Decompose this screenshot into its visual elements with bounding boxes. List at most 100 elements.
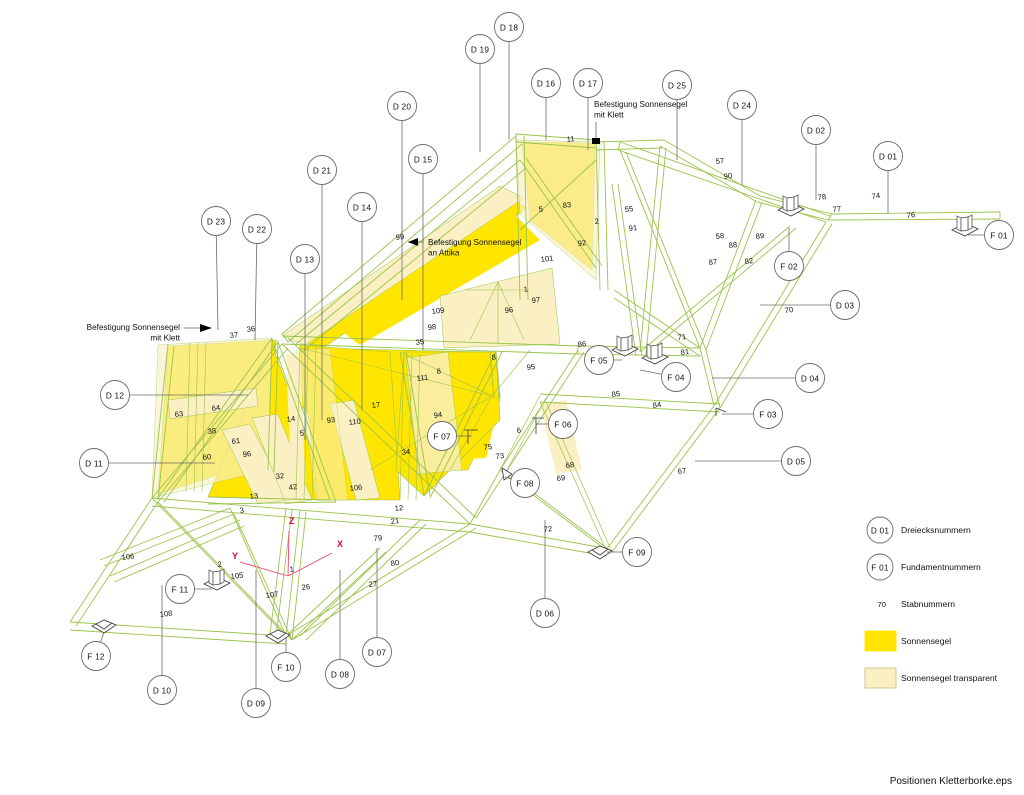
triangle-callout-d03[interactable]: D 03: [830, 290, 860, 320]
foundation-callout-f03[interactable]: F 03: [753, 399, 783, 429]
callout-label: D 19: [471, 45, 490, 55]
triangle-callout-d17[interactable]: D 17: [573, 68, 603, 98]
foundation-callout-f10[interactable]: F 10: [271, 652, 301, 682]
member-number: 38: [207, 426, 216, 436]
member-number: 94: [433, 410, 442, 420]
member-number: 77: [832, 204, 841, 214]
triangle-callout-d09[interactable]: D 09: [241, 688, 271, 718]
callout-label: F 02: [780, 262, 798, 272]
member-number: 63: [174, 409, 183, 419]
callout-label: D 04: [801, 374, 820, 384]
callout-circle: [510, 468, 540, 498]
member-number: 106: [121, 552, 135, 562]
callout-label: D 08: [331, 670, 350, 680]
member-number: 1: [289, 565, 294, 574]
callout-circle: [271, 652, 301, 682]
member-number: 69: [556, 473, 565, 483]
foundation-symbol-f09: [587, 545, 613, 560]
member-number: 8: [436, 367, 441, 376]
callout-circle: [795, 363, 825, 393]
triangle-callout-d11[interactable]: D 11: [79, 448, 109, 478]
callout-circle: [801, 115, 831, 145]
triangle-callout-d16[interactable]: D 16: [531, 68, 561, 98]
callout-label: F 06: [554, 420, 572, 430]
foundation-callout-f05[interactable]: F 05: [584, 345, 614, 375]
callout-label: D 16: [537, 79, 556, 89]
member-number: 1: [523, 285, 528, 294]
triangle-callout-d04[interactable]: D 04: [795, 363, 825, 393]
callout-label: D 18: [500, 23, 519, 33]
annotation-line: Befestigung Sonnensegel: [594, 100, 688, 109]
member-number: 91: [628, 223, 637, 233]
triangle-callout-d08[interactable]: D 08: [325, 659, 355, 689]
callout-label: D 03: [836, 301, 855, 311]
member-number: 71: [677, 332, 686, 342]
foundation-leader-f12: [100, 631, 105, 643]
member-number: 82: [744, 256, 753, 266]
callout-circle: [573, 68, 603, 98]
triangle-callout-d13[interactable]: D 13: [290, 244, 320, 274]
triangle-callout-d18[interactable]: D 18: [494, 12, 524, 42]
annotation-line: mit Klett: [594, 111, 624, 120]
member-number: 109: [431, 306, 445, 316]
foundation-callout-f12[interactable]: F 12: [81, 641, 111, 671]
triangle-callout-d14[interactable]: D 14: [347, 192, 377, 222]
triangle-callout-d15[interactable]: D 15: [408, 144, 438, 174]
triangle-callout-d07[interactable]: D 07: [362, 637, 392, 667]
member-number: 26: [301, 582, 310, 592]
foundation-callout-f08[interactable]: F 08: [510, 468, 540, 498]
foundation-callout-f11[interactable]: F 11: [165, 574, 195, 604]
axis-line-y: [239, 561, 289, 577]
member-number: 89: [755, 231, 764, 241]
member-number: 74: [871, 191, 880, 201]
callout-label: D 02: [807, 126, 826, 136]
triangle-callout-d10[interactable]: D 10: [147, 675, 177, 705]
annotation-line: mit Klett: [150, 334, 180, 343]
triangle-callout-d21[interactable]: D 21: [307, 155, 337, 185]
foundation-callout-f06[interactable]: F 06: [548, 409, 578, 439]
callout-label: F 11: [172, 585, 189, 595]
callout-label: D 09: [247, 699, 266, 709]
member-number: 92: [577, 238, 586, 248]
member-number: 85: [611, 389, 620, 399]
foundation-leader-f08: [504, 476, 512, 480]
member-number: 6: [516, 426, 521, 435]
legend-item-label: Stabnummern: [901, 599, 955, 609]
member-number: 78: [817, 192, 826, 202]
legend-item-label: Sonnensegel transparent: [901, 673, 998, 683]
foundation-callout-f02[interactable]: F 02: [774, 251, 804, 281]
callout-label: F 04: [667, 373, 685, 383]
triangle-callout-d19[interactable]: D 19: [465, 34, 495, 64]
triangle-callout-d23[interactable]: D 23: [201, 206, 231, 236]
member-number: 72: [543, 524, 552, 534]
member-number: 84: [652, 400, 661, 410]
foundation-callout-f09[interactable]: F 09: [622, 537, 652, 567]
foundation-callout-f01[interactable]: F 01: [984, 220, 1014, 250]
callout-circle: [201, 206, 231, 236]
callout-circle: [584, 345, 614, 375]
axis-line-z: [287, 530, 290, 577]
member-number: 111: [416, 373, 429, 383]
callout-label: D 23: [207, 217, 226, 227]
triangle-callout-d24[interactable]: D 24: [727, 90, 757, 120]
triangle-callout-d02[interactable]: D 02: [801, 115, 831, 145]
member-number: 61: [231, 436, 240, 446]
triangle-callout-d01[interactable]: D 01: [873, 141, 903, 171]
frame-members: [69, 133, 1001, 645]
triangle-callout-d25[interactable]: D 25: [662, 70, 692, 100]
callout-circle: [548, 409, 578, 439]
callouts-layer: D 18 D 19 D 16 D 17 D 25 D 24 D 02 D 01 D 20 D 15…: [79, 12, 1014, 718]
foundation-callout-f07[interactable]: F 07: [427, 421, 457, 451]
legend-symbol-code: 70: [878, 600, 886, 609]
arrow-head-klett-top: [592, 138, 600, 144]
member-number: 99: [395, 232, 404, 242]
triangle-callout-d22[interactable]: D 22: [242, 214, 272, 244]
triangle-callout-d05[interactable]: D 05: [781, 446, 811, 476]
triangle-callout-d20[interactable]: D 20: [387, 91, 417, 121]
triangle-callout-d06[interactable]: D 06: [530, 598, 560, 628]
foundation-callout-f04[interactable]: F 04: [661, 362, 691, 392]
axis-line-x: [287, 552, 333, 577]
triangle-callout-d12[interactable]: D 12: [100, 380, 130, 410]
callout-circle: [81, 641, 111, 671]
